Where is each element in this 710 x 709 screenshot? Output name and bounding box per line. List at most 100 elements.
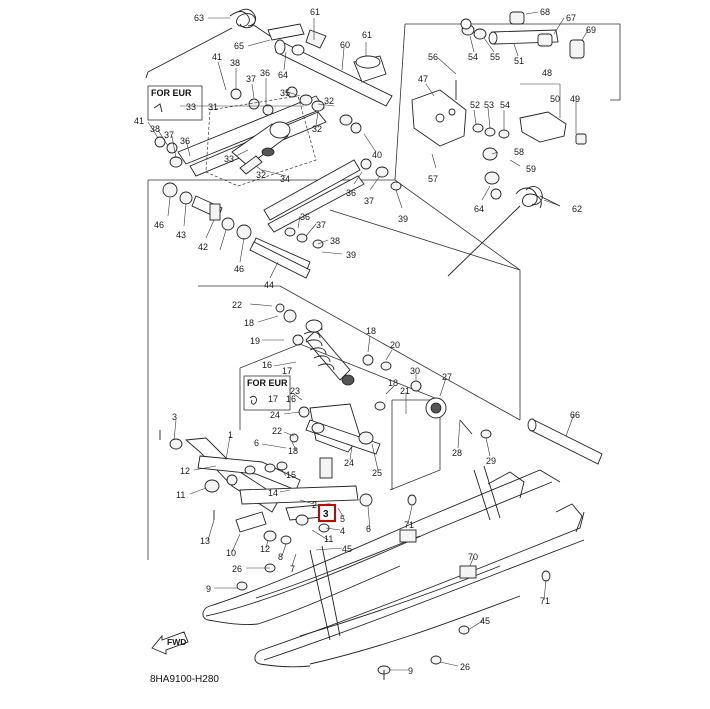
callout-44: 44 (264, 280, 274, 290)
callout-31: 31 (208, 102, 218, 112)
callout-61b: 61 (362, 30, 372, 40)
callout-38c: 38 (330, 236, 340, 246)
callout-24b: 24 (344, 458, 354, 468)
callout-18a: 18 (244, 318, 254, 328)
callout-36a: 36 (260, 68, 270, 78)
idler-wheel-27 (362, 354, 492, 439)
callout-19: 19 (250, 336, 260, 346)
callout-64b: 64 (474, 204, 484, 214)
callout-36c: 36 (346, 188, 356, 198)
callout-46a: 46 (154, 220, 164, 230)
callout-37d: 37 (316, 220, 326, 230)
callout-61a: 61 (310, 7, 320, 17)
callout-12b: 12 (260, 544, 270, 554)
callout-54a: 54 (468, 52, 478, 62)
callout-11b: 11 (324, 534, 333, 544)
callout-71a: 71 (404, 520, 414, 530)
callout-3a: 3 (172, 412, 177, 422)
torsion-spring-left (145, 8, 271, 79)
diagram-code: 8HA9100-H280 (150, 674, 219, 685)
rear-shaft-66 (527, 418, 603, 465)
callout-2: 2 (312, 500, 317, 510)
callout-71b: 71 (540, 596, 550, 606)
fwd-arrow-icon: FWD (151, 631, 189, 655)
bracket-47 (411, 80, 467, 147)
callout-28: 28 (452, 448, 462, 458)
callout-39a: 39 (398, 214, 408, 224)
callout-37a: 37 (246, 74, 256, 84)
callout-17b: 17 (268, 394, 278, 404)
callout-24a: 24 (270, 410, 280, 420)
callout-12a: 12 (180, 466, 190, 476)
callout-5: 5 (340, 514, 345, 524)
callout-32a: 32 (324, 96, 334, 106)
callout-22a: 22 (232, 300, 242, 310)
callout-57: 57 (428, 174, 438, 184)
callout-43: 43 (176, 230, 186, 240)
bracket-50 (472, 111, 587, 145)
callout-69: 69 (586, 25, 596, 35)
shaft-51 (460, 11, 585, 59)
callout-9a: 9 (206, 584, 211, 594)
callout-36d: 36 (300, 212, 310, 222)
rocker-arm (289, 403, 381, 455)
eur-label-lower: FOR EUR (247, 378, 288, 388)
callout-42: 42 (198, 242, 208, 252)
callout-7: 7 (290, 564, 295, 574)
callout-26b: 26 (460, 662, 470, 672)
callout-33b: 33 (224, 154, 234, 164)
callout-18b: 18 (366, 326, 376, 336)
eur-box-upper: FOR EUR (147, 85, 203, 121)
callout-16a: 16 (262, 360, 272, 370)
callout-15: 15 (286, 470, 296, 480)
callout-32b: 32 (312, 124, 322, 134)
limiter-shock-33 (231, 121, 291, 175)
callout-6b: 6 (366, 524, 371, 534)
callout-63: 63 (194, 13, 204, 23)
callout-53: 53 (484, 100, 494, 110)
callout-68: 68 (540, 7, 550, 17)
callout-8: 8 (278, 552, 283, 562)
callout-23: 23 (290, 386, 300, 396)
highlighted-callout-3[interactable]: 3 (323, 509, 329, 520)
callout-33a: 33 (186, 102, 196, 112)
callout-22b: 22 (272, 426, 282, 436)
callout-40: 40 (372, 150, 382, 160)
eur-box-lower: FOR EUR (243, 375, 291, 411)
bracket-61 (353, 55, 387, 83)
callout-18c: 18 (388, 378, 398, 388)
callout-47: 47 (418, 74, 428, 84)
callout-65: 65 (234, 41, 244, 51)
callout-39b: 39 (346, 250, 356, 260)
lower-arm-35 (263, 114, 402, 233)
callout-10: 10 (226, 548, 236, 558)
callout-26a: 26 (232, 564, 242, 574)
callout-27: 27 (442, 372, 452, 382)
leader-lines (147, 11, 589, 671)
fwd-label: FWD (167, 637, 186, 647)
callout-38b: 38 (150, 124, 160, 134)
upper-shaft-60 (267, 23, 393, 107)
callout-25: 25 (372, 468, 382, 478)
upper-arm-31 (154, 86, 327, 177)
callout-32c: 32 (256, 170, 266, 180)
callout-52: 52 (470, 100, 480, 110)
shaft-44 (249, 241, 311, 279)
callout-54b: 54 (500, 100, 510, 110)
callout-16b: 16 (286, 394, 296, 404)
limiter-dashed-area (205, 95, 317, 187)
callout-41a: 41 (212, 52, 222, 62)
callout-35: 35 (280, 88, 290, 98)
callout-50: 50 (550, 94, 560, 104)
callout-48: 48 (542, 68, 552, 78)
callout-51: 51 (514, 56, 524, 66)
callout-20: 20 (390, 340, 400, 350)
callout-45a: 45 (342, 544, 352, 554)
highlighted-callout-box[interactable]: 3 (318, 504, 336, 522)
callout-62: 62 (572, 204, 582, 214)
callout-21: 21 (400, 386, 410, 396)
callout-41b: 41 (134, 116, 144, 126)
callout-67: 67 (566, 13, 576, 23)
callout-34: 34 (280, 174, 290, 184)
